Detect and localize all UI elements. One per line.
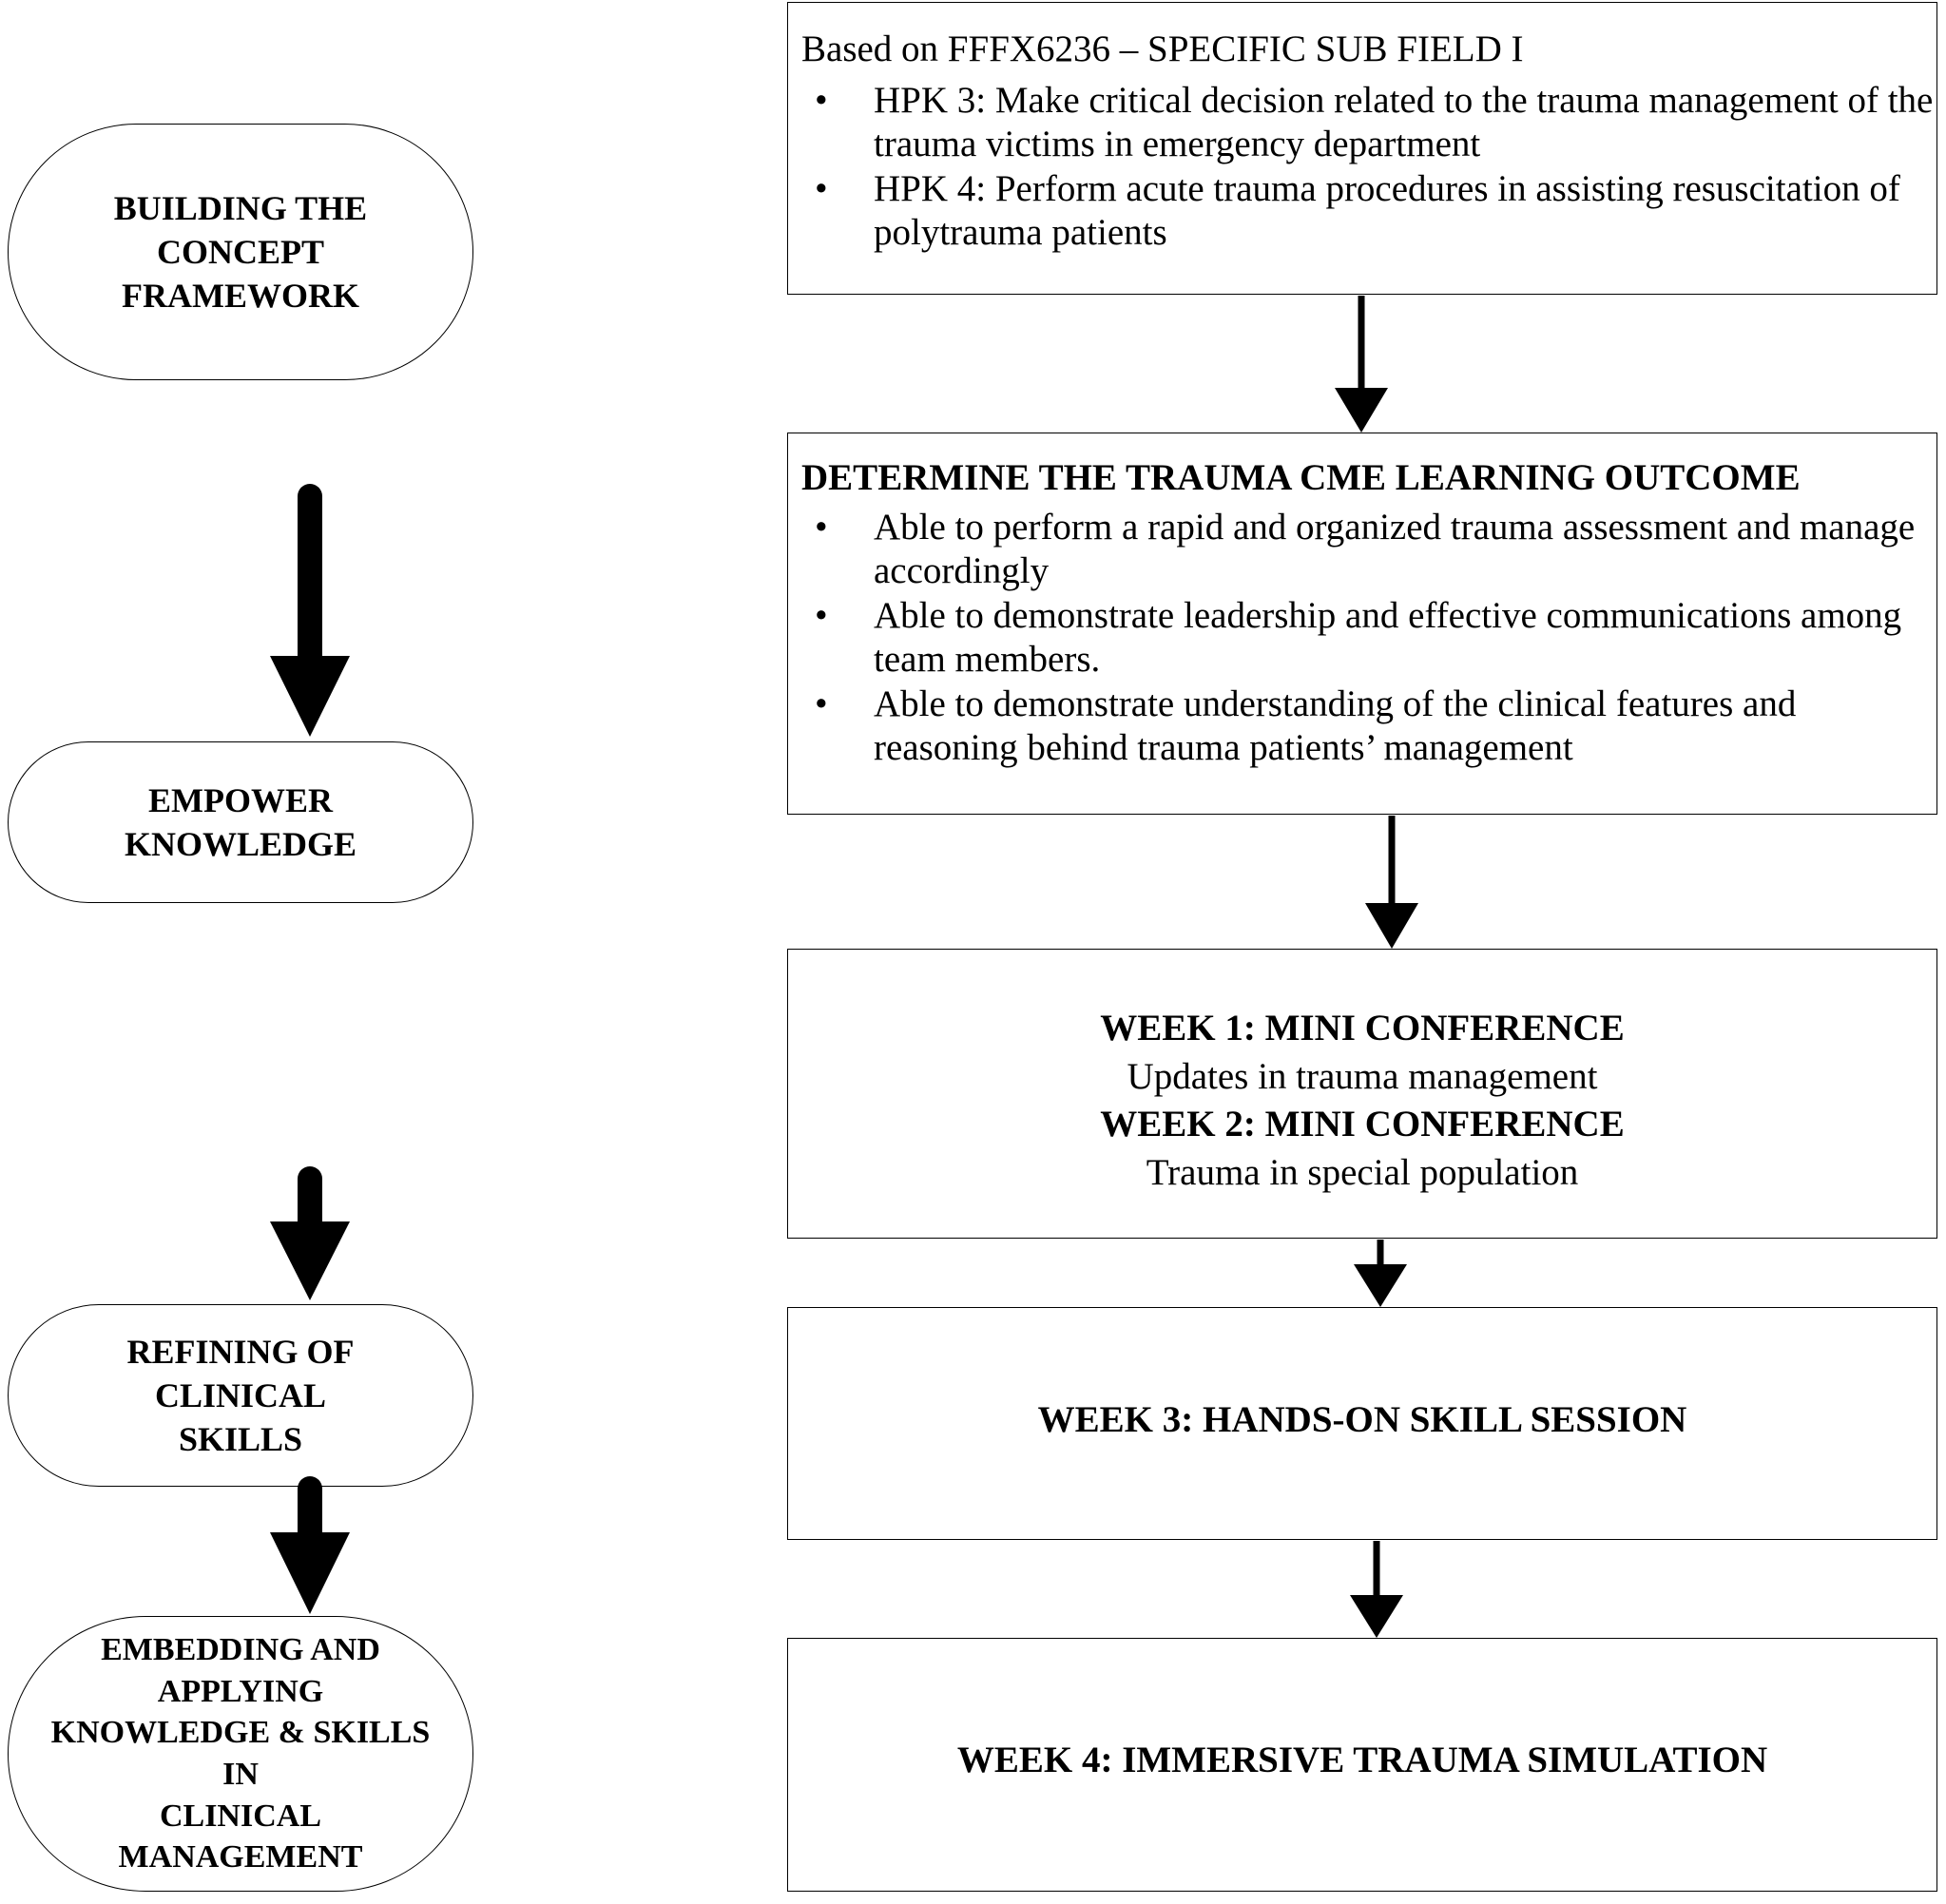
stage-label: BUILDING THE CONCEPT FRAMEWORK <box>113 188 368 316</box>
list-item: • Able to perform a rapid and organized … <box>788 506 1936 594</box>
week-1-title: WEEK 1: MINI CONFERENCE <box>1100 1008 1625 1048</box>
list-item: • HPK 4: Perform acute trauma procedures… <box>788 167 1936 256</box>
stage-empower-knowledge[interactable]: EMPOWER KNOWLEDGE <box>8 741 473 903</box>
arrow-week-3-to-week-4 <box>1350 1541 1403 1638</box>
stage-label: EMPOWER KNOWLEDGE <box>124 780 357 863</box>
week-3-title: WEEK 3: HANDS-ON SKILL SESSION <box>1037 1399 1687 1440</box>
list-item-text: HPK 4: Perform acute trauma procedures i… <box>874 167 1900 254</box>
arrow-outcome-to-week-1-2 <box>1365 816 1418 949</box>
basis-lead-text: Based on FFFX6236 – SPECIFIC SUB FIELD I <box>801 29 1524 69</box>
bullet-dot-icon: • <box>815 80 828 122</box>
arrow-framework-to-empower <box>270 484 350 737</box>
learning-outcome-box[interactable]: DETERMINE THE TRAUMA CME LEARNING OUTCOM… <box>787 433 1937 815</box>
list-item: • Able to demonstrate understanding of t… <box>788 683 1936 771</box>
week-4-title: WEEK 4: IMMERSIVE TRAUMA SIMULATION <box>956 1740 1768 1780</box>
list-item: • Able to demonstrate leadership and eff… <box>788 594 1936 683</box>
bullet-dot-icon: • <box>815 594 828 636</box>
stage-refining-of-clinical-skills[interactable]: REFINING OF CLINICAL SKILLS <box>8 1304 473 1487</box>
bullet-dot-icon: • <box>815 167 828 209</box>
list-item-text: Able to demonstrate understanding of the… <box>874 683 1797 769</box>
list-item-text: HPK 3: Make critical decision related to… <box>874 80 1934 165</box>
stage-label: EMBEDDING AND APPLYING KNOWLEDGE & SKILL… <box>50 1632 431 1875</box>
stage-embedding-and-applying-knowledge[interactable]: EMBEDDING AND APPLYING KNOWLEDGE & SKILL… <box>8 1616 473 1892</box>
list-item: • HPK 3: Make critical decision related … <box>788 79 1936 167</box>
arrow-refining-to-embedding <box>270 1476 350 1614</box>
basis-bullet-list: • HPK 3: Make critical decision related … <box>788 79 1936 256</box>
basis-box[interactable]: Based on FFFX6236 – SPECIFIC SUB FIELD I… <box>787 2 1937 295</box>
bullet-dot-icon: • <box>815 683 828 724</box>
list-item-text: Able to demonstrate leadership and effec… <box>874 594 1902 681</box>
learning-outcome-heading: DETERMINE THE TRAUMA CME LEARNING OUTCOM… <box>801 457 1801 498</box>
list-item-text: Able to perform a rapid and organized tr… <box>874 507 1916 592</box>
bullet-dot-icon: • <box>815 507 828 548</box>
arrow-empower-to-refining <box>270 1166 350 1300</box>
learning-outcome-bullet-list: • Able to perform a rapid and organized … <box>788 506 1936 770</box>
week-4-box[interactable]: WEEK 4: IMMERSIVE TRAUMA SIMULATION <box>787 1638 1937 1892</box>
week-2-title: WEEK 2: MINI CONFERENCE <box>1100 1104 1625 1145</box>
week-1-2-box[interactable]: WEEK 1: MINI CONFERENCE Updates in traum… <box>787 949 1937 1239</box>
stage-building-the-concept-framework[interactable]: BUILDING THE CONCEPT FRAMEWORK <box>8 124 473 380</box>
week-1-subtitle: Updates in trauma management <box>1127 1055 1598 1097</box>
week-3-box[interactable]: WEEK 3: HANDS-ON SKILL SESSION <box>787 1307 1937 1540</box>
week-2-subtitle: Trauma in special population <box>1146 1152 1579 1194</box>
stage-label: REFINING OF CLINICAL SKILLS <box>126 1332 355 1459</box>
week-1-2-text-block: WEEK 1: MINI CONFERENCE Updates in traum… <box>788 1005 1936 1198</box>
arrow-basis-to-outcome <box>1335 296 1388 433</box>
arrow-week-1-2-to-week-3 <box>1354 1240 1407 1307</box>
